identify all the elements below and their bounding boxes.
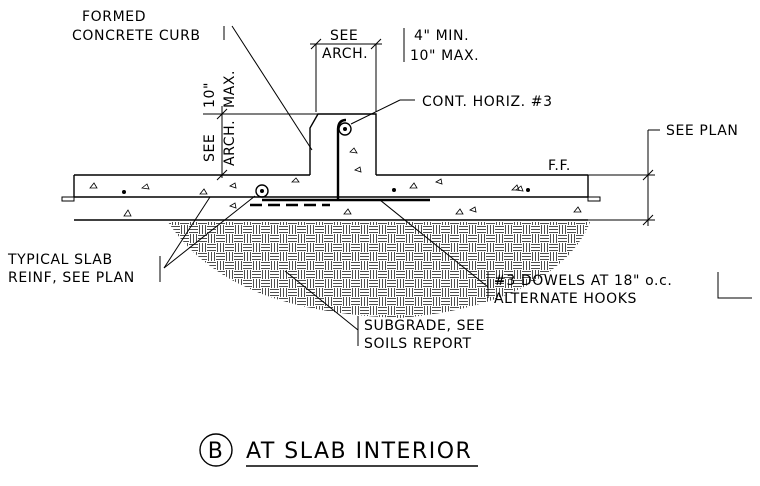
max-dimension-label: 10" MAX. <box>410 48 479 64</box>
see-arch-top-2: ARCH. <box>322 46 368 62</box>
cont-horiz-label: CONT. HORIZ. #3 <box>422 94 553 110</box>
formed-curb-label-2: CONCRETE CURB <box>72 28 201 44</box>
vertical-arch-label: ARCH. <box>222 120 238 166</box>
typical-slab-label-1: TYPICAL SLAB <box>7 252 113 268</box>
concrete-slab <box>61 174 601 221</box>
detail-mark: B <box>208 439 225 464</box>
formed-curb-label-1: FORMED <box>82 9 146 25</box>
subgrade-label-2: SOILS REPORT <box>364 336 472 352</box>
finish-floor-label: F.F. <box>548 158 571 174</box>
reinforcement <box>250 118 430 207</box>
leader-lines <box>159 25 752 346</box>
vertical-see-label: SEE <box>202 134 218 162</box>
annotations: FORMED CONCRETE CURB SEE ARCH. 4" MIN. 1… <box>7 9 738 352</box>
dowels-label-2: ALTERNATE HOOKS <box>494 291 637 307</box>
aggregate-marks <box>89 147 582 217</box>
detail-title: B AT SLAB INTERIOR <box>199 433 478 467</box>
subgrade-hatch <box>168 222 590 318</box>
dowels-label-1: #3 DOWELS AT 18" o.c. <box>494 273 672 289</box>
vertical-10-label: 10" <box>202 82 218 108</box>
subgrade-label-1: SUBGRADE, SEE <box>364 318 485 334</box>
min-dimension-label: 4" MIN. <box>414 28 469 44</box>
typical-slab-label-2: REINF, SEE PLAN <box>8 270 135 286</box>
see-plan-label: SEE PLAN <box>666 123 738 139</box>
detail-title-text: AT SLAB INTERIOR <box>246 439 472 464</box>
see-arch-top-1: SEE <box>330 28 358 44</box>
vertical-max-label: MAX. <box>222 70 238 108</box>
dimension-lines <box>203 38 660 226</box>
